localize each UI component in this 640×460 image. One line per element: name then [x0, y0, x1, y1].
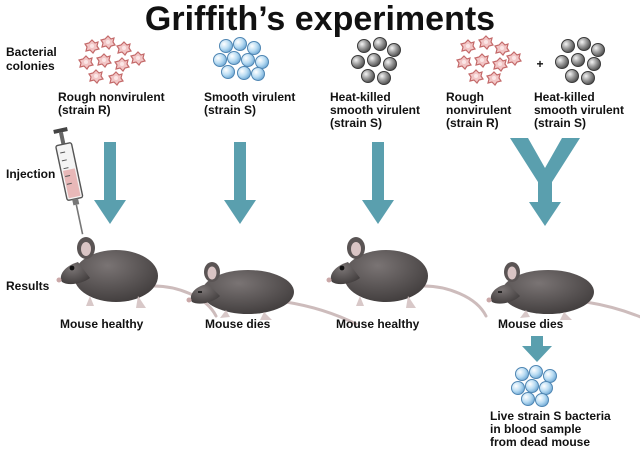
- strain-label-3-line-3: (strain S): [330, 116, 382, 130]
- result-label-2: Mouse dies: [205, 317, 271, 331]
- smooth-colony-icon: [213, 37, 269, 81]
- strain-label-2-line-2: (strain S): [204, 103, 256, 117]
- mouse-icon-1: [55, 235, 218, 318]
- down-arrow-icon-2: [224, 142, 256, 224]
- strain-label-4a-line-1: Rough: [446, 90, 484, 104]
- row-label-bacterial-colonies-1: Bacterial: [6, 45, 57, 59]
- row-label-injection: Injection: [6, 167, 55, 181]
- heat-killed-colony-icon: [351, 37, 401, 85]
- result-label-3: Mouse healthy: [336, 317, 420, 331]
- rough-colony-icon-mix: [456, 35, 522, 86]
- final-label-line-2: in blood sample: [490, 422, 582, 436]
- result-label-4: Mouse dies: [498, 317, 564, 331]
- merge-arrow-icon: [510, 138, 580, 226]
- strain-label-2-line-1: Smooth virulent: [204, 90, 295, 104]
- mouse-icon-4: [485, 260, 640, 326]
- strain-label-4b-line-1: Heat-killed: [534, 90, 595, 104]
- strain-label-4a-line-3: (strain R): [446, 116, 499, 130]
- rough-colony-icon: [78, 35, 146, 86]
- smooth-colony-icon-final: [511, 365, 557, 407]
- strain-label-1-line-1: Rough nonvirulent: [58, 90, 165, 104]
- result-label-1: Mouse healthy: [60, 317, 144, 331]
- strain-label-3-line-2: smooth virulent: [330, 103, 420, 117]
- down-arrow-icon-1: [94, 142, 126, 224]
- strain-label-1-line-2: (strain R): [58, 103, 111, 117]
- row-label-bacterial-colonies-2: colonies: [6, 59, 55, 73]
- plus-sign: +: [536, 57, 543, 71]
- final-label-line-1: Live strain S bacteria: [490, 409, 611, 423]
- mouse-icon-3: [325, 235, 488, 318]
- syringe-icon: [53, 127, 84, 235]
- strain-label-4a-line-2: nonvirulent: [446, 103, 511, 117]
- down-arrow-icon-final: [522, 336, 552, 362]
- mouse-icon-2: [185, 260, 358, 326]
- page-title: Griffith’s experiments: [145, 0, 495, 38]
- row-label-results: Results: [6, 279, 50, 293]
- strain-label-3-line-1: Heat-killed: [330, 90, 391, 104]
- strain-label-4b-line-2: smooth virulent: [534, 103, 624, 117]
- heat-killed-colony-icon-mix: [555, 37, 605, 85]
- final-label-line-3: from dead mouse: [490, 435, 590, 449]
- strain-label-4b-line-3: (strain S): [534, 116, 586, 130]
- down-arrow-icon-3: [362, 142, 394, 224]
